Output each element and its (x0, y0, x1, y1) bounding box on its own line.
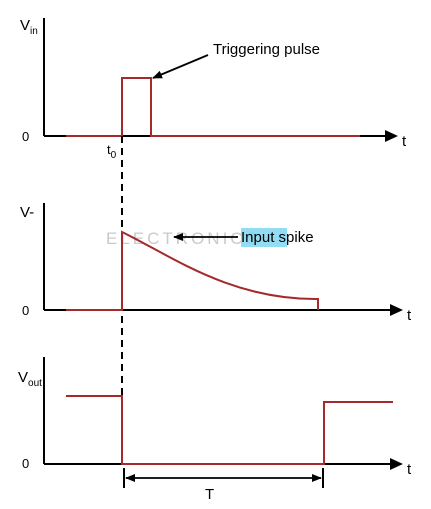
vout-time-label: t (407, 461, 412, 478)
vout-waveform (66, 395, 393, 465)
input-spike-label: Input spike (241, 229, 314, 246)
vin-x-axis-arrow-icon (385, 130, 398, 142)
panel-vc: V- 0 t ELECTRONICS Input spike (20, 203, 412, 324)
watermark-text: ELECTRONICS (106, 229, 260, 248)
vout-axis-label: Vout (18, 369, 42, 389)
panel-vin: Vin 0 t t0 Triggering pulse (20, 17, 407, 161)
t0-label: t0 (107, 142, 117, 161)
watermark-highlight (241, 228, 287, 247)
vin-zero-label: 0 (22, 129, 29, 144)
vc-time-label: t (407, 307, 412, 324)
vout-x-axis-arrow-icon (390, 458, 403, 470)
vc-spike-waveform (66, 230, 319, 311)
panel-vout: Vout 0 t T (18, 357, 412, 503)
period-label: T (205, 486, 214, 503)
triggering-pulse-arrow (152, 54, 209, 79)
vc-zero-label: 0 (22, 303, 29, 318)
triggering-pulse-label: Triggering pulse (213, 41, 320, 58)
vc-axis-label: V- (20, 204, 34, 221)
vout-zero-label: 0 (22, 456, 29, 471)
vc-x-axis-arrow-icon (390, 304, 403, 316)
vin-axis-label: Vin (20, 17, 38, 37)
vin-trigger-waveform (66, 77, 360, 137)
vin-time-label: t (402, 133, 407, 150)
